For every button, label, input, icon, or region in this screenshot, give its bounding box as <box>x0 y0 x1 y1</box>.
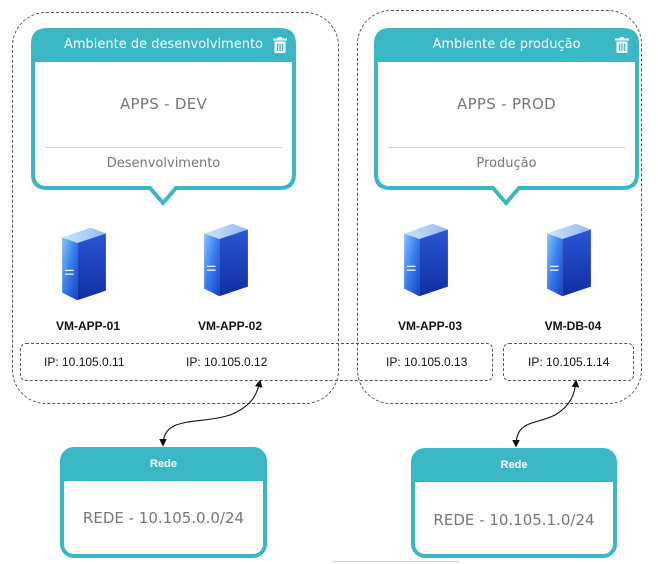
network-card-10-105-0[interactable]: Rede REDE - 10.105.0.0/24 <box>60 447 267 558</box>
network-cidr: REDE - 10.105.0.0/24 <box>82 509 245 527</box>
vm-ip: IP: 10.105.0.12 <box>186 355 268 369</box>
prod-environment-title: Ambiente de produção <box>432 37 581 52</box>
vm-ip: IP: 10.105.0.11 <box>44 355 125 369</box>
prod-environment-container <box>357 10 642 404</box>
vm-name: VM-APP-01 <box>55 319 120 333</box>
trash-icon[interactable] <box>273 37 287 53</box>
network-link-arrow[interactable] <box>159 379 263 447</box>
vm-ip: IP: 10.105.0.13 <box>386 355 468 369</box>
network-card-title: Rede <box>64 451 263 481</box>
prod-environment-footer: Produção <box>476 156 537 171</box>
vm-name: VM-APP-02 <box>197 319 262 333</box>
network-card-title: Rede <box>415 452 613 482</box>
scroll-indicator <box>333 561 458 562</box>
network-link-arrow[interactable] <box>512 379 580 448</box>
dev-environment-title: Ambiente de desenvolvimento <box>63 37 264 52</box>
dev-card-frame <box>31 28 296 207</box>
prod-environment-card[interactable]: Ambiente de produção APPS - PROD Produçã… <box>374 28 639 208</box>
prod-card-frame <box>374 28 639 207</box>
vm-ip: IP: 10.105.1.14 <box>528 355 610 369</box>
dev-environment-footer: Desenvolvimento <box>106 156 221 171</box>
trash-icon[interactable] <box>615 37 629 53</box>
network-cidr: REDE - 10.105.1.0/24 <box>433 511 595 529</box>
vm-name: VM-APP-03 <box>397 319 462 333</box>
network-card-10-105-1[interactable]: Rede REDE - 10.105.1.0/24 <box>411 448 617 558</box>
vm-name: VM-DB-04 <box>544 319 602 333</box>
dev-apps-label: APPS - DEV <box>119 95 208 113</box>
prod-apps-label: APPS - PROD <box>457 95 556 113</box>
divider <box>45 147 282 148</box>
divider <box>388 147 625 148</box>
dev-environment-card[interactable]: Ambiente de desenvolvimento APPS - DEV D… <box>31 28 296 208</box>
